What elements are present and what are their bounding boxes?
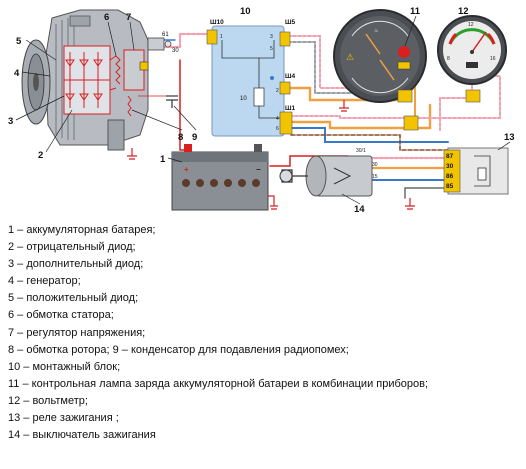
temp-icon: ♨ xyxy=(374,28,378,34)
callout-7: 7 xyxy=(126,12,131,23)
callout-13: 13 xyxy=(504,132,515,143)
wire-relay-to-block xyxy=(289,134,449,151)
callout-9: 9 xyxy=(192,132,197,143)
battery-icon xyxy=(397,61,411,70)
callout-14: 14 xyxy=(354,204,365,215)
wire-alternator-to-block xyxy=(148,32,214,49)
fuse xyxy=(253,87,265,107)
callout-11: 11 xyxy=(410,6,421,17)
scale-12: 12 xyxy=(468,22,474,28)
fuse-label: 10 xyxy=(240,96,247,102)
battery-plus-icon: + xyxy=(184,165,189,174)
connector-sh4-label: Ш4 xyxy=(285,73,296,80)
terminal-30-label: 30 xyxy=(172,48,179,54)
ground-symbols xyxy=(127,100,415,210)
legend-item: 12 – вольтметр; xyxy=(8,394,88,407)
pin-label: 3 xyxy=(270,34,273,40)
switch-terminal-30: 30 xyxy=(372,162,378,168)
callout-8: 8 xyxy=(178,132,183,143)
wire-voltmeter-down xyxy=(439,79,473,131)
callout-1: 1 xyxy=(160,154,166,165)
pin-label: 2 xyxy=(276,88,279,94)
legend-item: 5 – положительный диод; xyxy=(8,292,139,305)
alternator-terminal-30 xyxy=(147,37,165,51)
stator-winding xyxy=(115,55,121,85)
pin-label: 1 xyxy=(220,34,223,40)
legend-item: 3 – дополнительный диод; xyxy=(8,258,144,271)
voltmeter-battery-icon xyxy=(466,62,478,68)
legend-item: 1 – аккумуляторная батарея; xyxy=(8,224,156,236)
legend-item: 10 – монтажный блок; xyxy=(8,360,121,373)
legend-item: 2 – отрицательный диод; xyxy=(8,241,136,254)
callout-4: 4 xyxy=(14,68,20,79)
legend-item: 11 – контрольная лампа заряда аккумулято… xyxy=(8,377,429,390)
wire-block-sh1-orange xyxy=(288,103,432,130)
pin-label: 4 xyxy=(276,116,279,122)
callout-2: 2 xyxy=(38,150,43,161)
legend-list: 1 – аккумуляторная батарея; 2 – отрицате… xyxy=(8,222,518,444)
alternator: 61 30 xyxy=(21,9,179,151)
legend-item: 6 – обмотка статора; xyxy=(8,309,114,322)
terminal-61-label: 61 xyxy=(162,32,169,38)
callout-5: 5 xyxy=(16,36,22,47)
oil-lamp-icon: ⚠ xyxy=(346,52,354,62)
wire-block-sh4 xyxy=(281,86,407,102)
scale-16: 16 xyxy=(490,56,496,62)
wire-relay-85 xyxy=(404,187,449,199)
wiring-diagram: 61 30 10 Ш10 Ш5 Ш4 Ш1 1 3 5 2 4 6 ♨ xyxy=(8,6,515,215)
relay-pin-85: 85 xyxy=(446,183,454,190)
legend-item: 7 – регулятор напряжения; xyxy=(8,326,146,339)
connector-sh1-label: Ш1 xyxy=(285,105,296,112)
capacitor xyxy=(166,95,178,108)
legend-item: 14 – выключатель зажигания xyxy=(8,429,156,442)
legend-item: 8 – обмотка ротора; 9 – конденсатор для … xyxy=(8,343,349,356)
rotor-winding xyxy=(127,95,132,117)
instrument-cluster: ♨ ⚠ xyxy=(333,9,427,131)
connector-sh10-label: Ш10 xyxy=(210,19,224,26)
connector-sh5-label: Ш5 xyxy=(285,19,296,26)
switch-terminal-15: 15 xyxy=(372,174,378,180)
pin-label: 5 xyxy=(270,46,273,52)
pin-label: 6 xyxy=(276,126,279,132)
ignition-switch: 30/1 30 15 xyxy=(279,148,378,197)
callout-3: 3 xyxy=(8,116,13,127)
ignition-relay: 87 30 86 85 xyxy=(443,147,509,195)
legend-item: 13 – реле зажигания ; xyxy=(8,412,119,425)
scale-8: 8 xyxy=(447,56,450,62)
relay-pin-30: 30 xyxy=(446,163,454,170)
battery: + − xyxy=(171,144,278,211)
mount-block: 10 Ш10 Ш5 Ш4 Ш1 1 3 5 2 4 6 xyxy=(206,19,296,137)
callout-12: 12 xyxy=(458,6,469,17)
charge-lamp xyxy=(398,46,410,58)
wire-block-sh1-pink xyxy=(289,75,501,119)
relay-pin-87: 87 xyxy=(446,153,454,160)
voltmeter: 8 12 16 xyxy=(437,15,507,103)
callout-leaders xyxy=(15,15,511,205)
legend-item: 4 – генератор; xyxy=(8,275,81,288)
callout-6: 6 xyxy=(104,12,109,23)
relay-pin-86: 86 xyxy=(446,173,454,180)
battery-minus-icon: − xyxy=(256,165,261,174)
callout-10: 10 xyxy=(240,6,251,17)
switch-terminal-30-1: 30/1 xyxy=(356,148,366,154)
callouts: 1 2 3 4 5 6 7 8 9 10 11 12 13 14 xyxy=(8,6,515,215)
